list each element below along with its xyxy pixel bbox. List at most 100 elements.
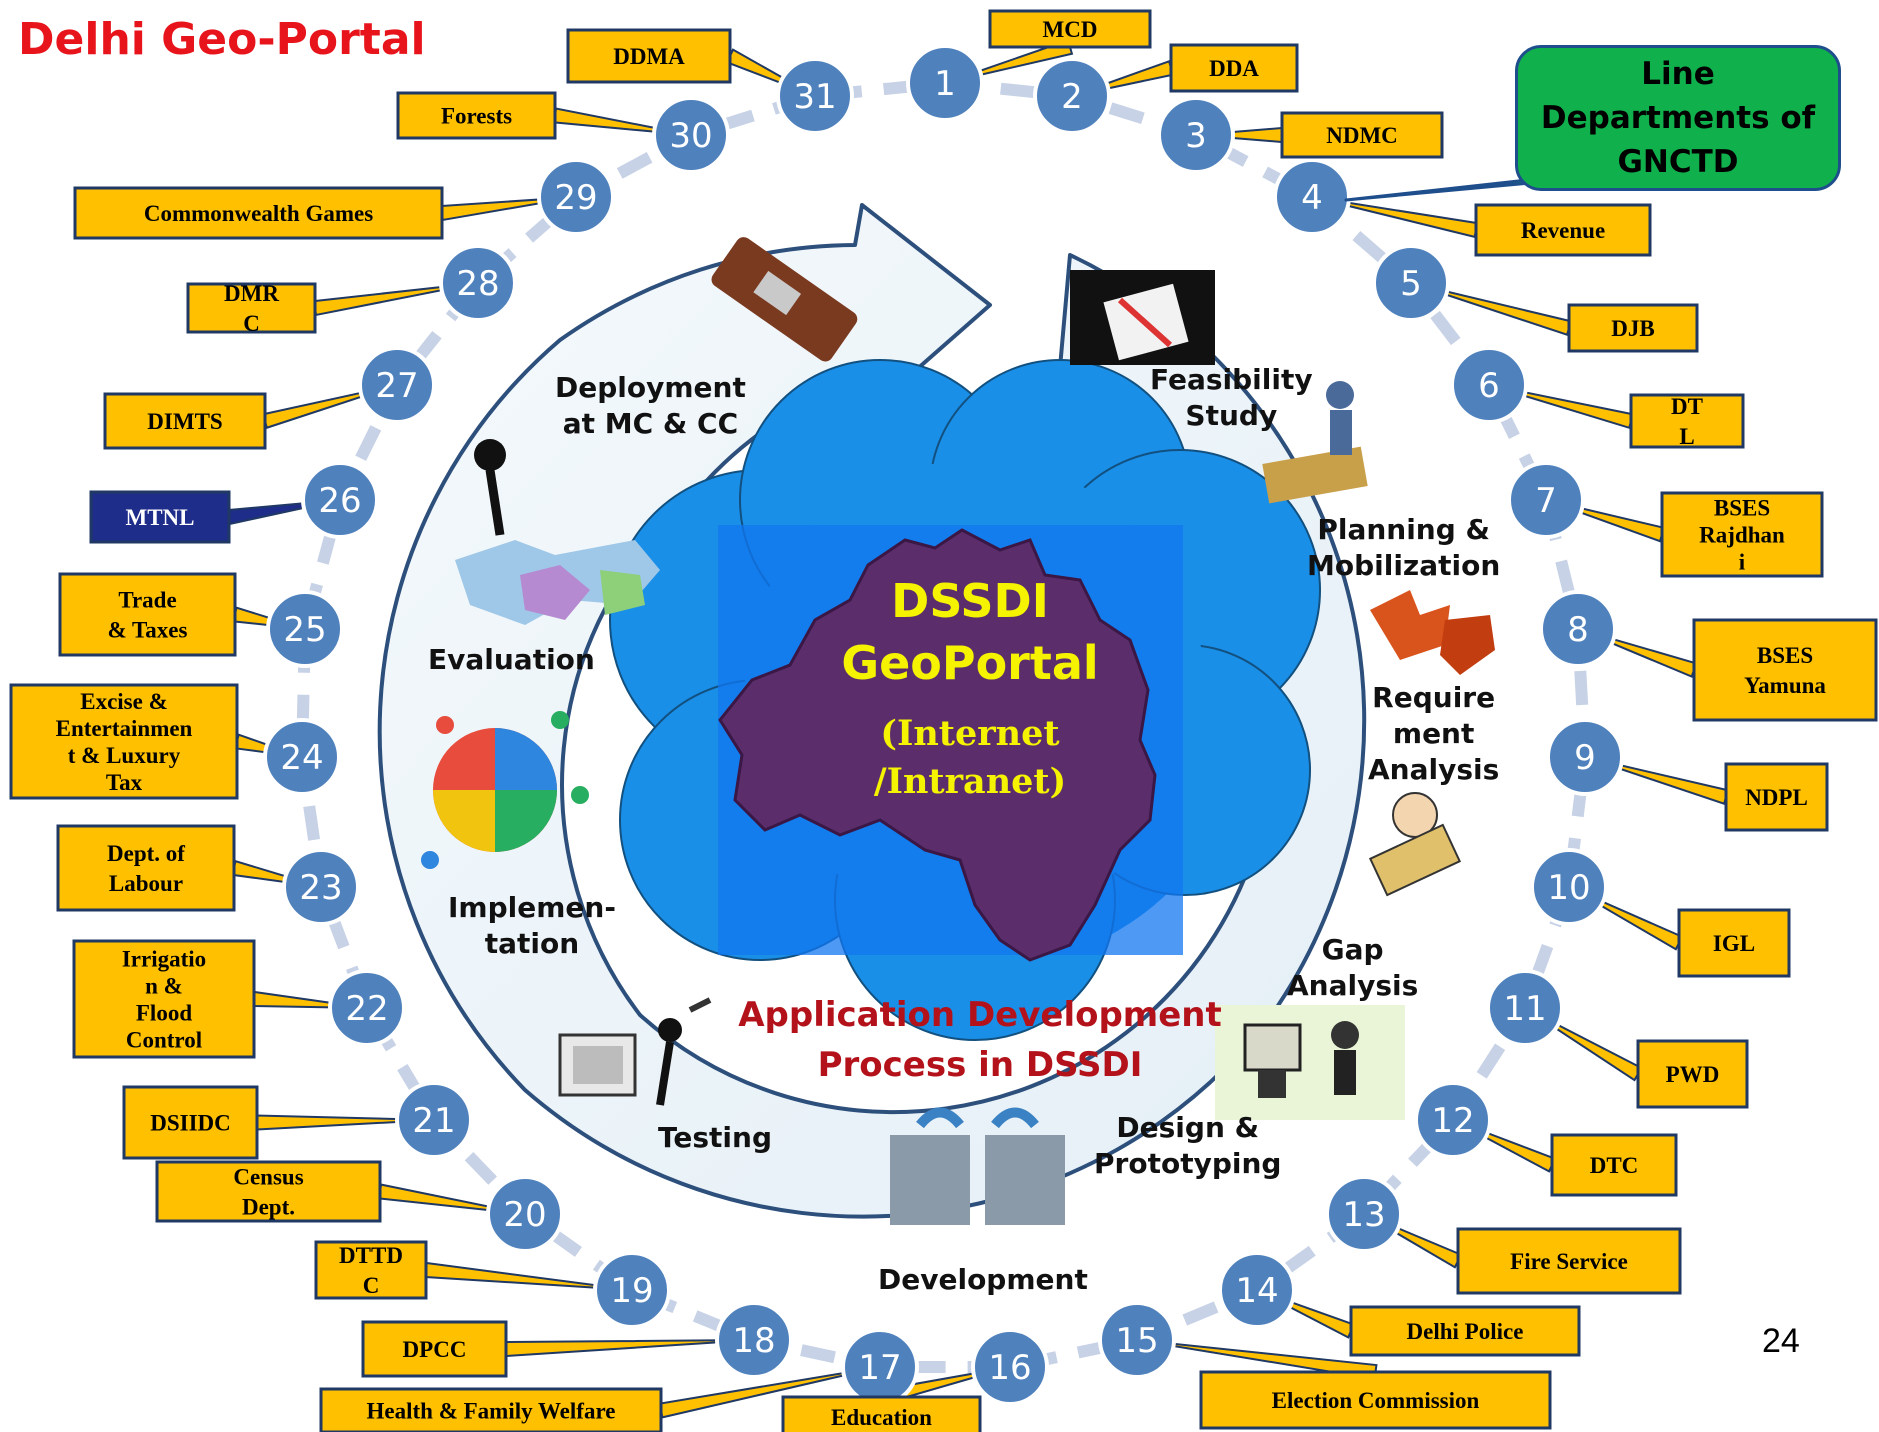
badge-label: Excise & (80, 689, 168, 714)
department-badge-31: DDMA (566, 28, 732, 84)
node-number: 12 (1431, 1101, 1474, 1141)
node-number: 30 (669, 116, 712, 156)
phase-implementation: Implemen-tation (448, 890, 616, 962)
department-badge-1: MCD (988, 9, 1152, 49)
department-badge-3: NDMC (1280, 111, 1444, 159)
badge-label: Commonwealth Games (144, 201, 373, 226)
node-circle (1450, 346, 1528, 424)
phase-testing: Testing (658, 1120, 772, 1156)
node-number: 21 (412, 1101, 455, 1141)
page-title: Delhi Geo-Portal (18, 14, 426, 65)
department-badge-5: DJB (1567, 303, 1699, 353)
testing-illustration (558, 997, 712, 1106)
badge-box (781, 1395, 982, 1432)
node-circle (1273, 158, 1351, 236)
badge-box (1474, 203, 1652, 257)
department-node-5: 5 (1372, 244, 1450, 322)
node-circle (537, 158, 615, 236)
node-number: 27 (375, 366, 418, 406)
department-badge-27: DIMTS (103, 392, 267, 450)
badge-box (1550, 1133, 1678, 1197)
badge-label: MCD (1043, 17, 1098, 42)
line-departments-callout: Line Departments of GNCTD (1515, 45, 1841, 191)
phase-label-line: Study (1185, 399, 1278, 432)
badge-label: & Taxes (108, 618, 188, 643)
department-node-8: 8 (1539, 590, 1617, 668)
node-number: 3 (1185, 116, 1207, 156)
badge-label: DSIIDC (150, 1111, 231, 1136)
node-circle (263, 718, 341, 796)
badge-box (1567, 303, 1699, 353)
department-node-9: 9 (1546, 718, 1624, 796)
department-node-21: 21 (395, 1081, 473, 1159)
node-number: 9 (1574, 738, 1596, 778)
development-illustration (890, 1107, 1065, 1225)
badge-label: n & (145, 974, 183, 999)
node-number: 5 (1400, 264, 1422, 304)
design-illustration (1215, 1005, 1405, 1120)
node-number: 1 (934, 64, 956, 104)
department-node-4: 4 (1273, 158, 1351, 236)
badge-box (56, 824, 236, 912)
badge-label: Fire Service (1510, 1249, 1628, 1274)
badge-label: Health & Family Welfare (367, 1399, 616, 1424)
node-number: 29 (554, 178, 597, 218)
badge-box (1456, 1227, 1682, 1295)
geoportal-subtitle-line: /Intranet) (873, 761, 1067, 802)
department-badge-30: Forests (396, 91, 557, 140)
node-circle (1414, 1081, 1492, 1159)
badge-label: Trade (118, 588, 176, 613)
department-badge-28: DMR C (186, 281, 317, 336)
badge-box (396, 91, 557, 140)
phase-label-line: Implemen- (448, 891, 616, 924)
phase-label-line: Mobilization (1307, 549, 1501, 582)
evaluation-illustration (455, 439, 660, 625)
badge-label: DMR (224, 281, 279, 306)
deployment-illustration (711, 237, 858, 362)
node-circle (328, 969, 406, 1047)
phase-label-line: Feasibility (1150, 363, 1313, 396)
node-circle (358, 346, 436, 424)
phase-label-line: Analysis (1287, 969, 1419, 1002)
department-badge-29: Commonwealth Games (73, 186, 444, 240)
callout-line: GNCTD (1617, 144, 1739, 180)
department-badge-6: DTL (1629, 393, 1745, 449)
badge-label: Delhi Police (1407, 1319, 1524, 1344)
node-number: 15 (1115, 1321, 1158, 1361)
gap-illustration (1368, 792, 1462, 897)
node-circle (1325, 1175, 1403, 1253)
department-node-10: 10 (1530, 848, 1608, 926)
badge-box (319, 1387, 663, 1432)
department-badge-4: Revenue (1474, 203, 1652, 257)
department-node-20: 20 (486, 1175, 564, 1253)
callout-line: Departments of (1540, 100, 1816, 136)
department-badge-10: IGL (1677, 908, 1791, 978)
node-number: 24 (280, 738, 323, 778)
node-circle (1033, 57, 1111, 135)
badge-label: DJB (1611, 316, 1654, 341)
department-node-31: 31 (776, 57, 854, 135)
process-caption: Application Development Process in DSSDI (720, 990, 1240, 1090)
node-number: 31 (793, 77, 836, 117)
geoportal-subtitle: (Internet /Intranet) (810, 710, 1130, 806)
department-node-13: 13 (1325, 1175, 1403, 1253)
badge-label: DT (1671, 394, 1703, 419)
badge-label: C (243, 311, 260, 336)
phase-planning: Planning &Mobilization (1307, 512, 1500, 584)
node-circle (486, 1175, 564, 1253)
badge-label: Irrigatio (122, 947, 206, 972)
geoportal-title-line: DSSDI (891, 574, 1049, 628)
node-circle (593, 1251, 671, 1329)
department-node-25: 25 (266, 590, 344, 668)
node-number: 14 (1235, 1271, 1278, 1311)
badge-box (122, 1085, 259, 1160)
department-badge-11: PWD (1636, 1039, 1749, 1109)
badge-label: Labour (109, 871, 183, 896)
badge-box (314, 1240, 428, 1300)
node-circle (906, 44, 984, 122)
